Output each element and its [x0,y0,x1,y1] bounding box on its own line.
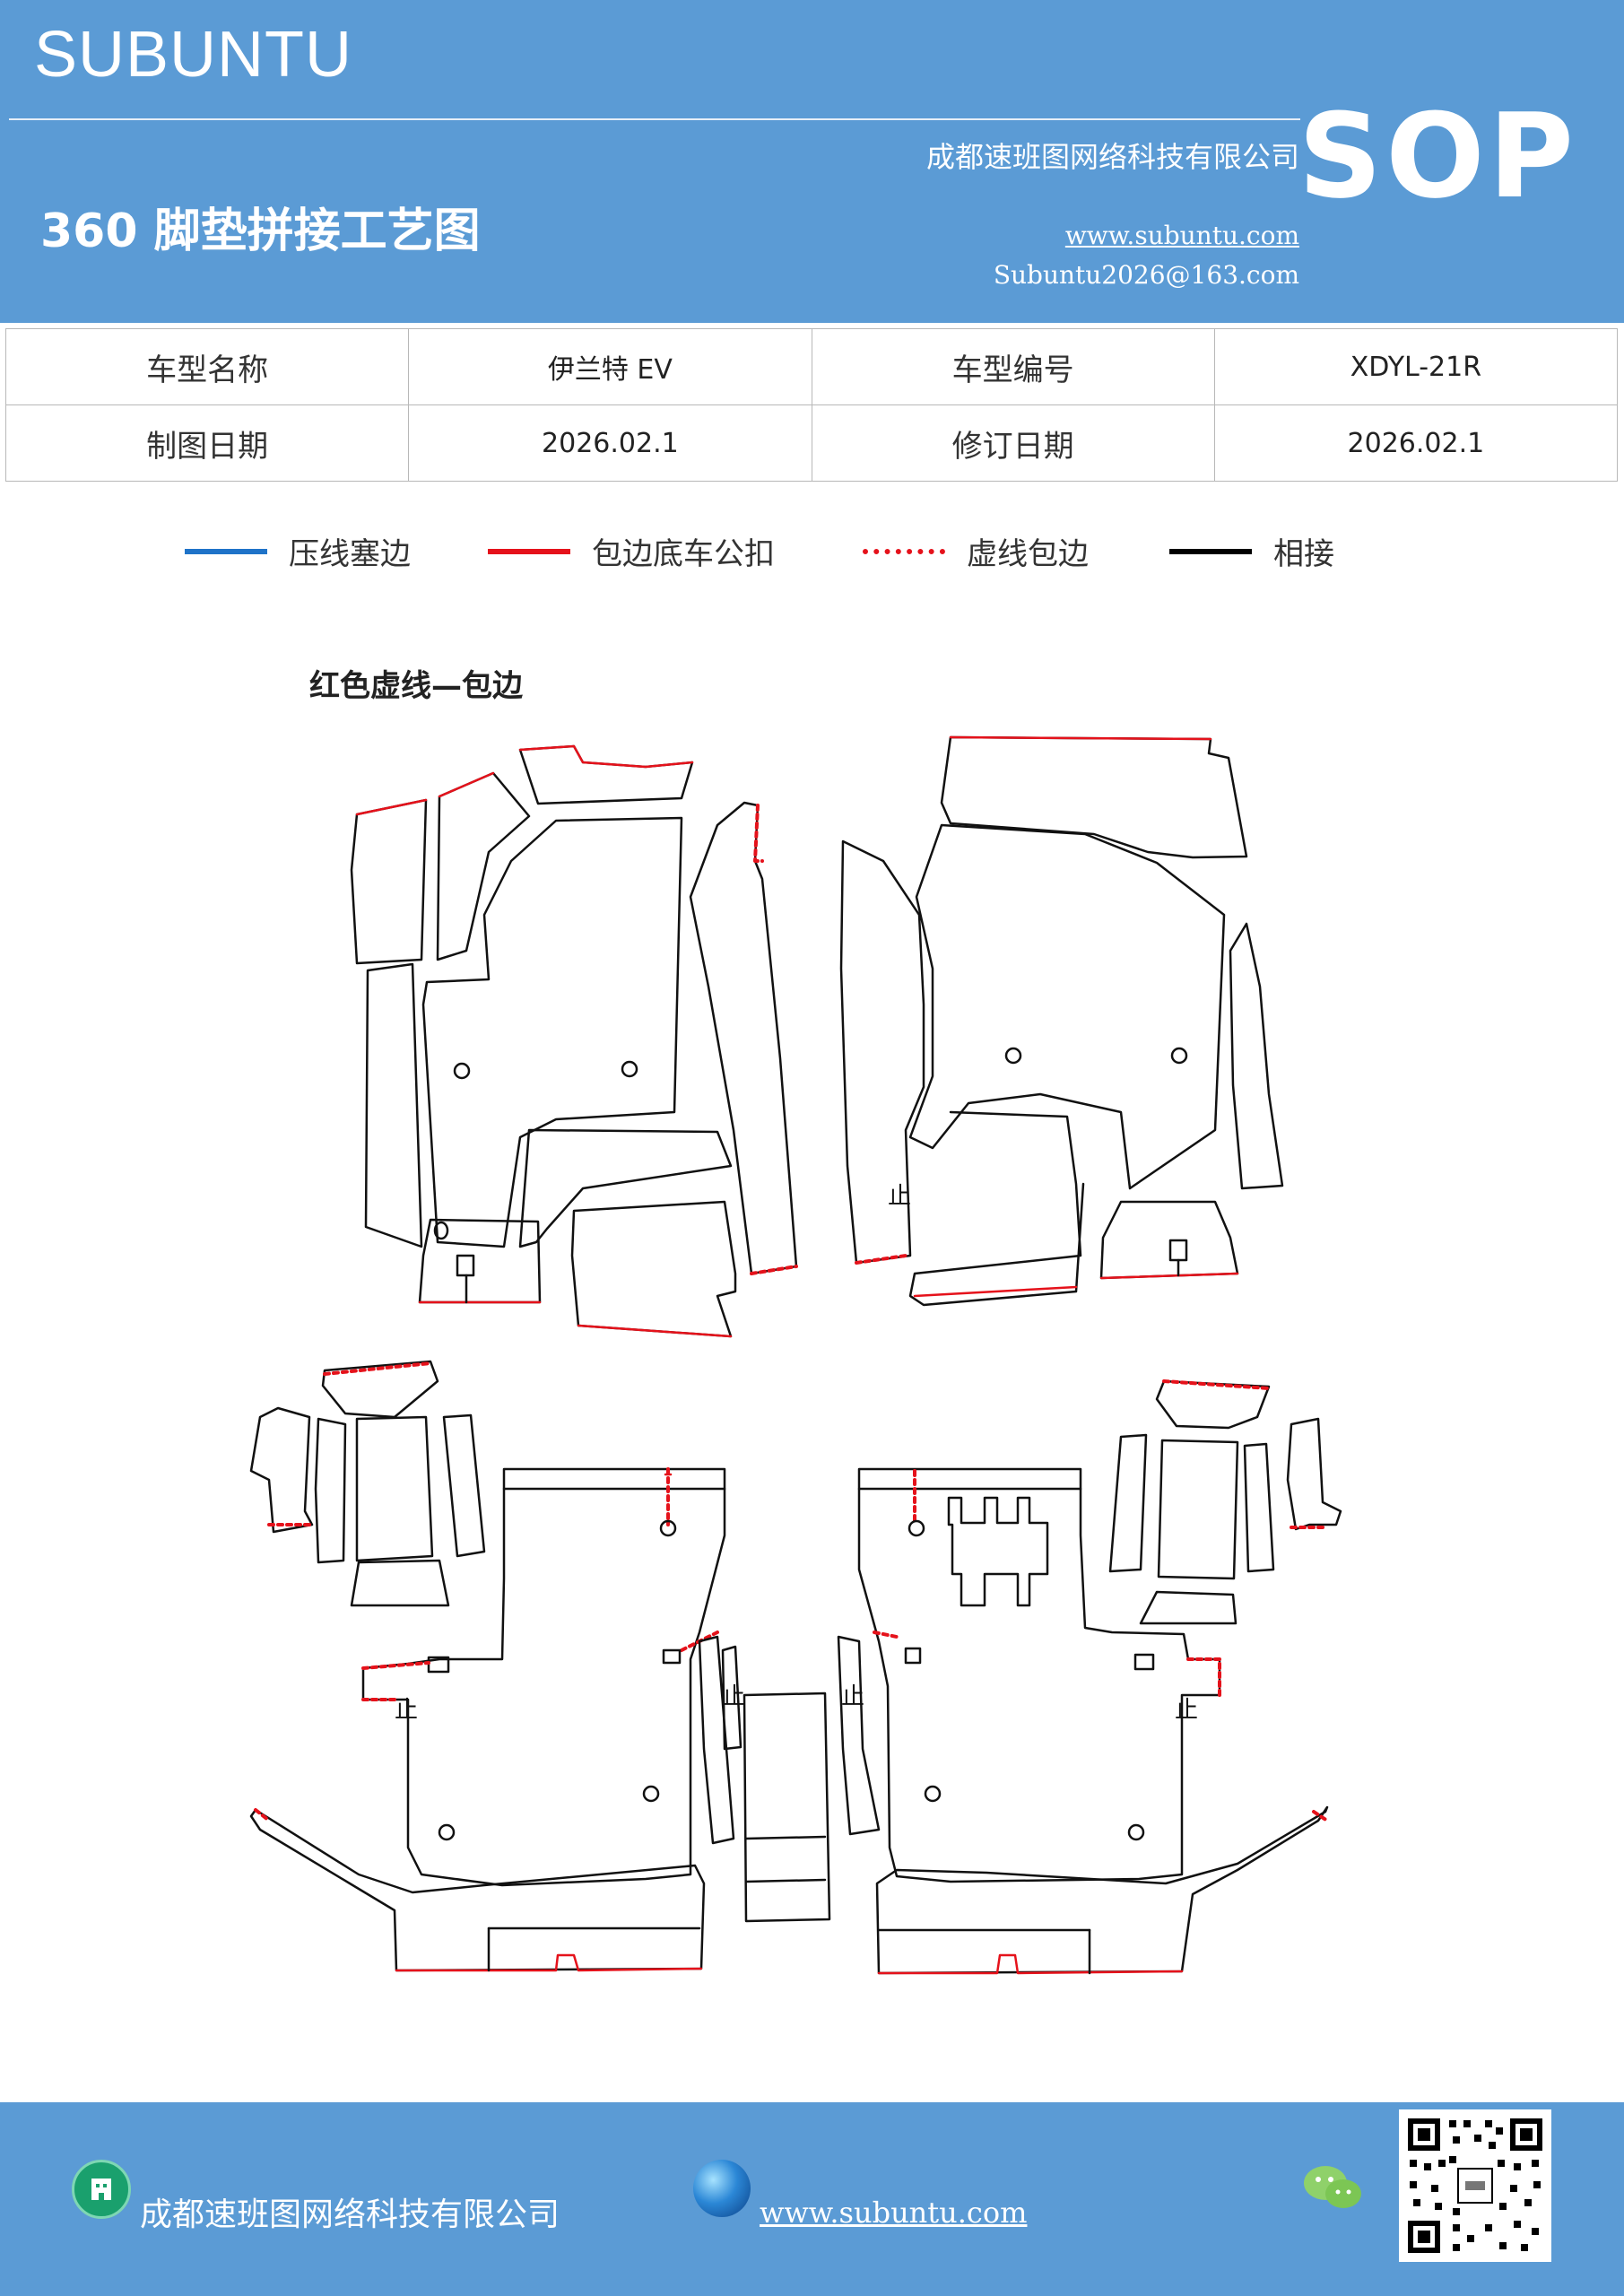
mat-piece [940,735,1248,859]
table-row: 车型名称 伊兰特 EV 车型编号 XDYL-21R [4,328,1619,405]
vehicle-info-table: 车型名称 伊兰特 EV 车型编号 XDYL-21R 制图日期 2026.02.1… [4,328,1619,482]
brand-name: SUBUNTU [34,19,353,91]
qr-code-icon [1399,2109,1551,2262]
legend-line-red-dotted [863,548,945,554]
company-name: 成都速班图网络科技有限公司 [925,140,1299,174]
wechat-icon[interactable] [1302,2161,1365,2215]
building-icon [72,2160,131,2219]
model-name-value: 伊兰特 EV [408,328,812,405]
model-name-label: 车型名称 [4,328,410,405]
mat-piece [857,1467,1221,1883]
center-tunnel-group [743,1692,831,1923]
page-header: SUBUNTU 成都速班图网络科技有限公司 360 脚垫拼接工艺图 SOP ww… [0,0,1624,323]
mat-piece [1286,1417,1342,1531]
model-code-label: 车型编号 [811,328,1215,405]
mat-hole [1127,1823,1145,1841]
rear-left-mat-group: 止 止 [249,1360,745,1972]
legend-item: 包边底车公扣 [488,529,775,573]
mat-piece [875,1805,1329,1975]
stop-mark: 止 [1175,1697,1198,1724]
mat-piece [421,816,683,1248]
legend-label: 相接 [1273,536,1334,572]
mat-piece [908,1110,1085,1307]
mat-hole [438,1823,456,1841]
legend-label: 虚线包边 [967,536,1089,572]
drawing-caption: 红色虚线—包边 [309,668,523,704]
mat-piece [355,1415,434,1562]
legend-label: 压线塞边 [289,536,411,572]
legend-item: 虚线包边 [863,529,1089,573]
legend-line-red-solid [488,548,570,554]
mat-piece [442,1413,486,1558]
mat-piece [743,1692,831,1923]
model-code-value: XDYL-21R [1213,328,1619,405]
legend-line-black-solid [1169,548,1252,554]
stop-mark: 止 [888,1183,911,1210]
mat-piece [1243,1442,1275,1573]
header-divider [9,118,1300,120]
legend-item: 相接 [1169,529,1334,573]
mat-hole [924,1785,942,1803]
mat-hole [453,1062,471,1080]
line-legend: 压线塞边 包边底车公扣 虚线包边 相接 [0,529,1624,572]
mat-piece [1229,922,1284,1190]
sop-label: SOP [1298,88,1577,224]
draw-date-value: 2026.02.1 [408,404,812,482]
mat-piece [837,1635,881,1836]
mat-hole [621,1060,638,1078]
mat-piece [570,1200,737,1338]
footer-website-link[interactable]: www.subuntu.com [760,2196,1028,2230]
mat-piece [361,1467,726,1887]
legend-label: 包边底车公扣 [592,536,775,572]
stop-mark: 止 [841,1683,864,1710]
mat-piece [314,1417,347,1564]
mat-piece [364,962,423,1248]
front-left-mat-group [350,744,798,1338]
floor-mat-drawing: 红色虚线—包边 [249,668,1342,1975]
mat-hole [1170,1047,1188,1065]
revision-date-value: 2026.02.1 [1213,404,1619,482]
mat-piece [1157,1439,1239,1580]
mat-piece [518,1128,733,1248]
mat-piece [1155,1379,1271,1430]
footer-company-name: 成都速班图网络科技有限公司 [140,2196,560,2233]
globe-icon [693,2160,751,2217]
email-address: Subuntu2026@163.com [993,260,1299,290]
mat-piece [249,1406,314,1534]
mat-piece [698,1635,735,1845]
mat-piece [436,771,531,961]
document-title: 360 脚垫拼接工艺图 [40,204,481,258]
mat-piece [518,744,694,805]
front-right-mat-group: 止 [839,735,1284,1307]
mat-hole [659,1519,677,1537]
stop-mark: 止 [395,1697,418,1724]
mat-piece [721,1645,743,1751]
mat-hole [642,1785,660,1803]
mat-piece [1108,1433,1148,1573]
table-row: 制图日期 2026.02.1 修订日期 2026.02.1 [4,404,1619,482]
mat-piece [1139,1590,1238,1625]
mat-hole [908,1519,925,1537]
legend-item: 压线塞边 [185,529,411,573]
rear-right-mat-group: 止 止 [837,1379,1342,1975]
stop-mark: 止 [722,1683,745,1710]
legend-line-blue-solid [185,548,267,554]
mat-hole [1004,1047,1022,1065]
revision-date-label: 修订日期 [811,404,1215,482]
draw-date-label: 制图日期 [4,404,410,482]
website-link[interactable]: www.subuntu.com [1064,221,1299,250]
mat-piece [839,839,925,1265]
mat-piece [350,798,428,965]
mat-piece [908,823,1226,1190]
mat-piece [350,1559,450,1607]
mat-piece [249,1808,706,1972]
